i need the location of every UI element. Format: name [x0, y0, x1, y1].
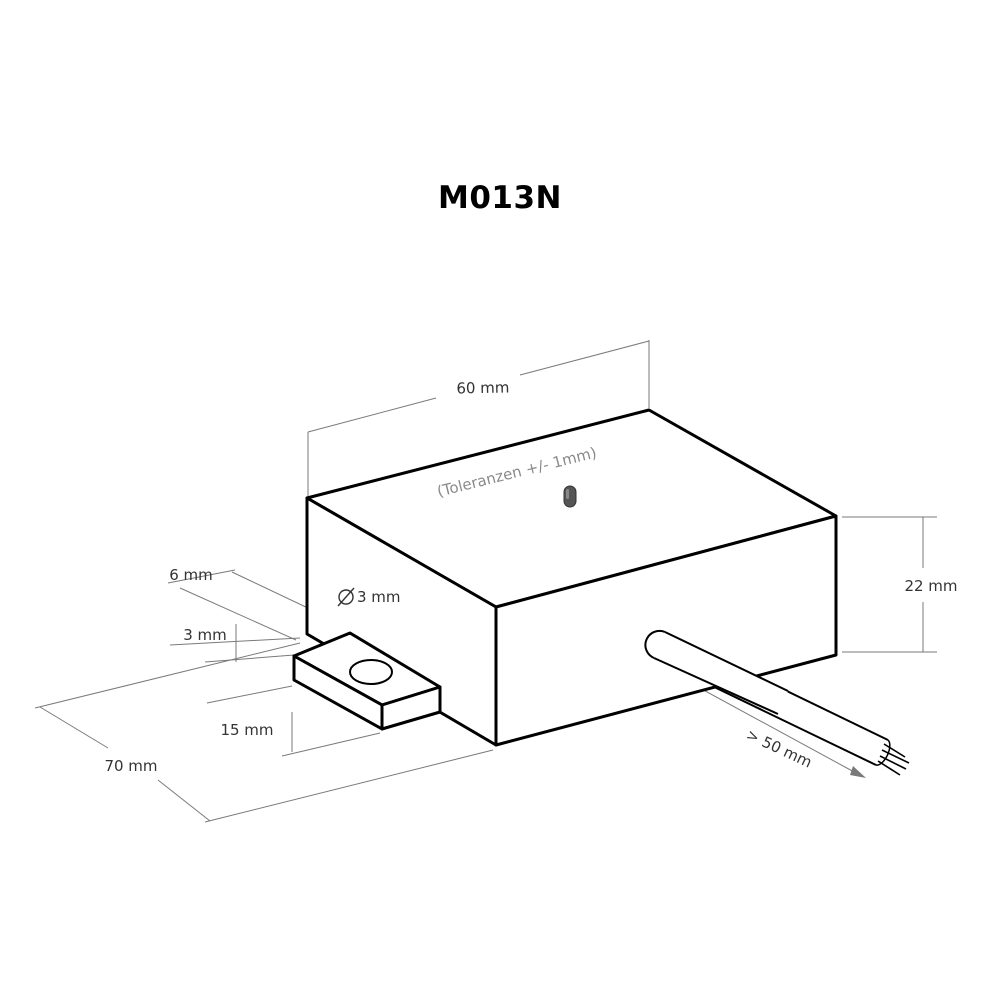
mounting-hole [349, 659, 393, 685]
wire-strand [879, 755, 907, 770]
tab-thickness-extension-bottom [204, 654, 295, 663]
length-label: 70 mm [104, 757, 157, 775]
box-side-face [494, 514, 838, 747]
mounting-tab [292, 631, 442, 731]
cable-dimension-arrow [850, 766, 866, 778]
height-label: 22 mm [904, 577, 957, 595]
width-dimension-left [307, 397, 437, 433]
length-extension-front [204, 749, 494, 823]
tab-side-face [380, 685, 442, 731]
cable-length-label: > 50 mm [743, 725, 814, 771]
width-label: 60 mm [456, 379, 509, 398]
led-icon [563, 485, 577, 508]
tab-width-dimension-a [179, 587, 297, 641]
wire-strand [881, 749, 910, 764]
length-dimension-upper [39, 706, 109, 749]
tab-length-label: 15 mm [220, 721, 273, 739]
hole-diameter-label-group: 3 mm [337, 587, 401, 607]
tab-length-extension-back [206, 685, 293, 704]
wire-strand [877, 760, 901, 776]
wire-strand [883, 743, 906, 758]
tab-length-extension-front [281, 732, 381, 757]
tab-width-label: 6 mm [169, 566, 213, 584]
tab-thickness-extension-top [169, 637, 301, 646]
tab-thickness-label: 3 mm [183, 626, 227, 644]
housing-box [305, 408, 838, 747]
length-extension-back [34, 642, 301, 709]
length-dimension-lower [157, 779, 211, 822]
hole-diameter-label: 3 mm [357, 588, 401, 606]
diameter-symbol-icon [338, 589, 354, 605]
width-dimension-right [519, 340, 650, 376]
tab-width-extension [167, 569, 236, 584]
page-title: M013N [437, 180, 562, 216]
